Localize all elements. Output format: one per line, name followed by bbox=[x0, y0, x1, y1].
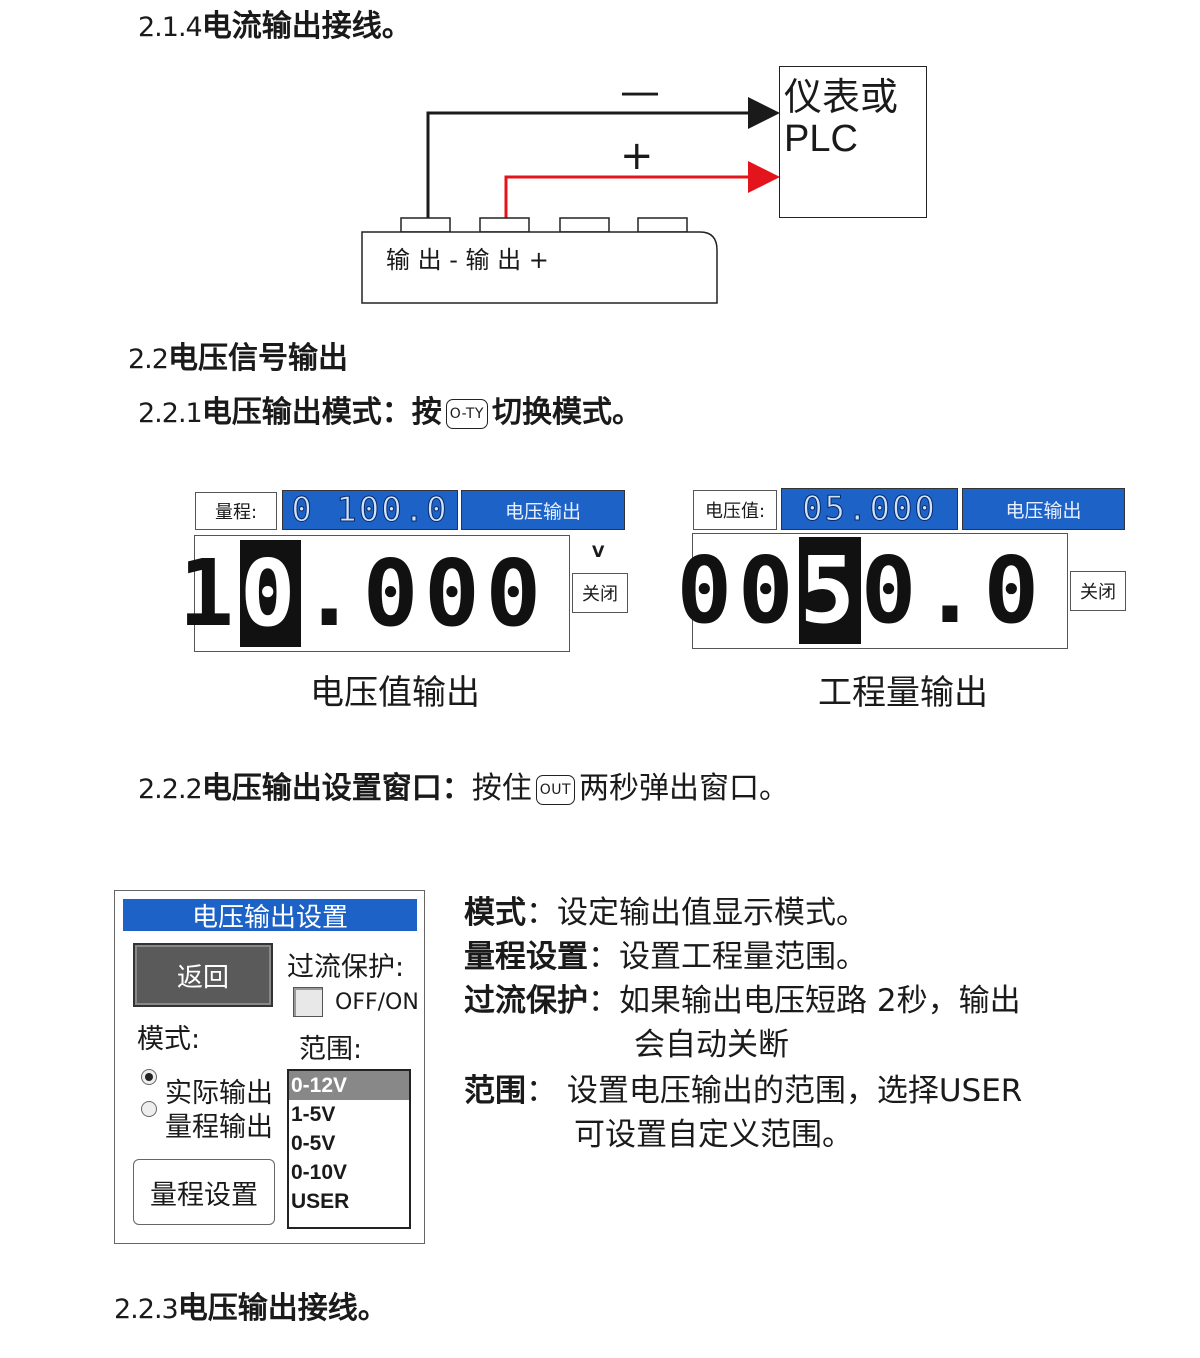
out-key-icon: OUT bbox=[535, 774, 576, 805]
desc-range-setting: 量程设置：设置工程量范围。 bbox=[464, 939, 867, 975]
radio-dot bbox=[145, 1073, 153, 1081]
mode-cell-2[interactable]: 电压输出 bbox=[962, 488, 1125, 530]
range-option[interactable]: USER bbox=[291, 1190, 350, 1213]
terminal-4 bbox=[637, 217, 688, 233]
desc-range-line-2: 可设置自定义范围。 bbox=[574, 1117, 853, 1153]
range-value-cell[interactable]: 0 100.0 bbox=[282, 490, 458, 531]
mode-label: 电压输出 bbox=[504, 500, 581, 523]
plus-sign: + bbox=[620, 133, 654, 179]
lcd-digits-2: 0050.0 bbox=[676, 537, 1045, 644]
voltage-value-cell[interactable]: 05.000 bbox=[781, 488, 958, 530]
overcurrent-option: OFF/ON bbox=[335, 990, 419, 1015]
caption-voltage-output: 电压值输出 bbox=[310, 673, 480, 713]
voltage-label: 电压值: bbox=[693, 490, 777, 530]
heading-2-2: 2.2电压信号输出 bbox=[128, 341, 348, 376]
digit-cursor-2: 5 bbox=[799, 537, 861, 644]
o-ty-key-icon: O-TY bbox=[445, 398, 488, 429]
negative-wire bbox=[426, 111, 752, 218]
lcd-digits: 10.000 bbox=[178, 539, 547, 647]
caption-engineering-output: 工程量输出 bbox=[818, 673, 988, 713]
heading-text: 电流输出接线。 bbox=[201, 9, 412, 44]
window-title: 电压输出设置 bbox=[123, 899, 417, 933]
device-body bbox=[361, 231, 718, 304]
range-label: 量程: bbox=[195, 492, 277, 530]
voltage-output-settings-window: 电压输出设置 返回 过流保护: OFF/ON 模式: 范围: 实际输出 量程输出… bbox=[114, 890, 425, 1244]
range-listbox[interactable]: 0-12V 1-5V 0-5V 0-10V USER bbox=[287, 1069, 411, 1229]
range-option[interactable]: 0-12V bbox=[289, 1071, 409, 1100]
overcurrent-label: 过流保护: bbox=[287, 952, 405, 983]
lcd-panel-engineering: 0050.0 bbox=[677, 533, 1068, 649]
plc-device-box: 仪表或 PLC bbox=[779, 66, 927, 218]
mode-label: 模式: bbox=[137, 1024, 201, 1055]
terminal-labels: 输 出 - 输 出 + bbox=[386, 246, 549, 274]
off-button[interactable]: 关闭 bbox=[572, 573, 628, 613]
voltage-value: 05.000 bbox=[802, 489, 937, 530]
current-wiring-diagram bbox=[361, 97, 780, 304]
mode-cell[interactable]: 电压输出 bbox=[461, 490, 625, 530]
back-button[interactable]: 返回 bbox=[133, 943, 273, 1007]
terminal-2 bbox=[479, 217, 530, 233]
plc-label-line-1: 仪表或 bbox=[784, 75, 899, 119]
heading-2-1-4: 2.1.4电流输出接线。 bbox=[138, 9, 412, 44]
range-option[interactable]: 0-5V bbox=[291, 1132, 336, 1155]
range-value: 0 100.0 bbox=[291, 490, 449, 531]
desc-mode: 模式：设定输出值显示模式。 bbox=[464, 895, 867, 931]
radio-range-label: 量程输出 bbox=[165, 1112, 273, 1143]
desc-range: 范围： 设置电压输出的范围，选择USER bbox=[464, 1073, 1023, 1109]
range-option[interactable]: 1-5V bbox=[291, 1103, 336, 1126]
terminal-1 bbox=[400, 217, 451, 233]
range-label: 范围: bbox=[299, 1034, 363, 1065]
digit-cursor: 0 bbox=[240, 539, 302, 647]
lcd-panel-voltage: 10.000 bbox=[179, 535, 570, 652]
desc-overcurrent: 过流保护：如果输出电压短路 2秒，输出 bbox=[464, 983, 1021, 1019]
off-button-2[interactable]: 关闭 bbox=[1070, 571, 1126, 611]
positive-wire bbox=[504, 175, 752, 218]
range-option[interactable]: 0-10V bbox=[291, 1161, 348, 1184]
range-setting-button[interactable]: 量程设置 bbox=[133, 1159, 275, 1225]
radio-actual-label: 实际输出 bbox=[165, 1078, 273, 1109]
minus-sign: — bbox=[620, 69, 660, 115]
mode-label-2: 电压输出 bbox=[1005, 499, 1082, 522]
radio-range-output[interactable] bbox=[141, 1101, 157, 1117]
plc-label-line-2: PLC bbox=[784, 117, 858, 160]
negative-arrow bbox=[748, 97, 780, 129]
overcurrent-checkbox[interactable] bbox=[293, 987, 323, 1017]
radio-actual-output[interactable] bbox=[141, 1069, 157, 1085]
desc-overcurrent-line-2: 会自动关断 bbox=[634, 1027, 789, 1063]
unit-label: V bbox=[592, 542, 605, 561]
terminal-3 bbox=[559, 217, 610, 233]
positive-arrow bbox=[748, 161, 780, 193]
heading-2-2-3: 2.2.3电压输出接线。 bbox=[114, 1291, 388, 1326]
